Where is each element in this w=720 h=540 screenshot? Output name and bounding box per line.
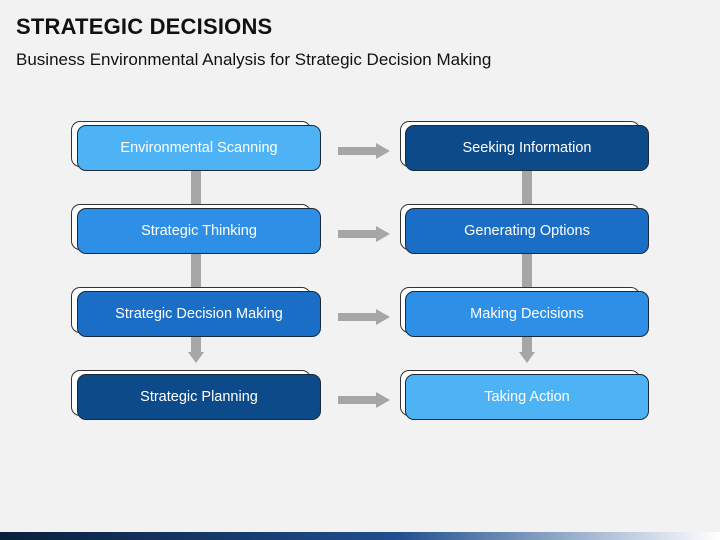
right-step-3-card: Making Decisions — [405, 291, 649, 337]
left-step-4-card: Strategic Planning — [77, 374, 321, 420]
footer-accent-bar — [0, 532, 720, 540]
left-step-3-card: Strategic Decision Making — [77, 291, 321, 337]
right-step-4-label: Taking Action — [484, 389, 570, 405]
right-arrow-icon — [338, 392, 390, 408]
right-arrow-icon — [338, 226, 390, 242]
right-step-4-card: Taking Action — [405, 374, 649, 420]
left-step-2-card: Strategic Thinking — [77, 208, 321, 254]
page-title: STRATEGIC DECISIONS — [16, 14, 273, 39]
left-step-1-card: Environmental Scanning — [77, 125, 321, 171]
right-step-2-label: Generating Options — [464, 223, 590, 239]
right-step-3-label: Making Decisions — [470, 306, 584, 322]
right-step-1-card: Seeking Information — [405, 125, 649, 171]
right-arrow-icon — [338, 309, 390, 325]
left-step-3-label: Strategic Decision Making — [115, 306, 283, 322]
left-step-1-label: Environmental Scanning — [120, 140, 278, 156]
right-down-arrow-icon — [519, 352, 535, 363]
page-subtitle: Business Environmental Analysis for Stra… — [16, 50, 492, 69]
left-step-4-label: Strategic Planning — [140, 389, 258, 405]
left-down-arrow-icon — [188, 352, 204, 363]
right-step-2-card: Generating Options — [405, 208, 649, 254]
left-step-2-label: Strategic Thinking — [141, 223, 257, 239]
left-vertical-connector — [191, 168, 201, 352]
right-step-1-label: Seeking Information — [462, 140, 592, 156]
right-vertical-connector — [522, 168, 532, 352]
right-arrow-icon — [338, 143, 390, 159]
